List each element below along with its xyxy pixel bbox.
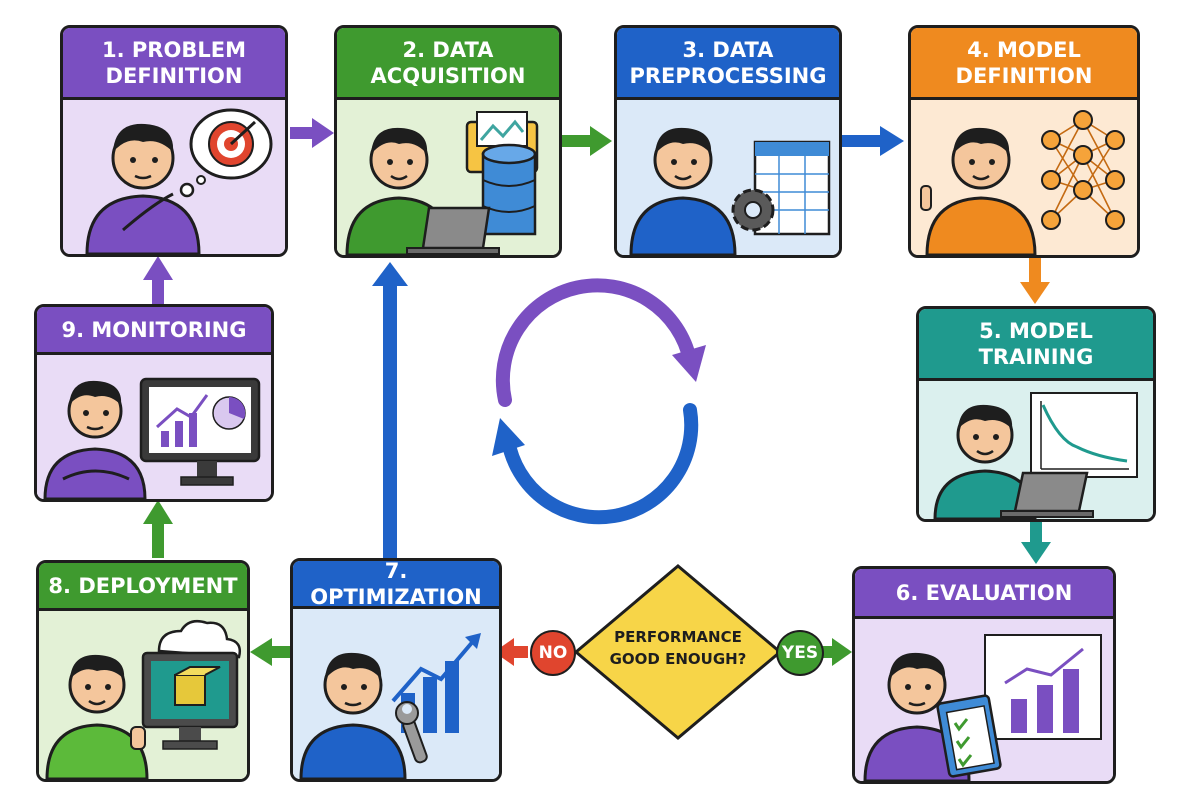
- step-title: 9. MONITORING: [61, 317, 246, 343]
- step-evaluation: 6. EVALUATION: [852, 566, 1116, 784]
- monitor-icon: [141, 379, 259, 485]
- person: [921, 128, 1035, 255]
- neural-network-icon: [1051, 120, 1115, 220]
- database-icon: [483, 145, 535, 234]
- gear-icon: [733, 190, 773, 230]
- arrow-5-to-6: [1021, 520, 1051, 564]
- step-model-definition: 4. MODEL DEFINITION: [908, 25, 1140, 258]
- person: [45, 381, 145, 499]
- arrow-7-to-8: [250, 638, 290, 666]
- decision-label: PERFORMANCE GOOD ENOUGH?: [578, 608, 778, 688]
- person: [47, 655, 147, 779]
- step-model-training: 5. MODEL TRAINING: [916, 306, 1156, 522]
- step-data-preprocessing: 3. DATA PREPROCESSING: [614, 25, 842, 258]
- person: [631, 128, 735, 255]
- neural-network-nodes: [1042, 111, 1124, 229]
- step-deployment: 8. DEPLOYMENT: [36, 560, 250, 782]
- arrow-2-to-3: [562, 126, 612, 156]
- step-data-acquisition: 2. DATA ACQUISITION: [334, 25, 562, 258]
- step-problem-definition: 1. PROBLEM DEFINITION: [60, 25, 288, 257]
- cloud-icon: [159, 621, 240, 657]
- step-title: 4. MODEL DEFINITION: [956, 37, 1093, 89]
- arrow-3-to-4: [842, 126, 904, 156]
- pie-chart-icon: [213, 397, 245, 429]
- step-title: 1. PROBLEM DEFINITION: [102, 37, 246, 89]
- step-title: 6. EVALUATION: [896, 580, 1073, 606]
- arrow-4-to-5: [1020, 258, 1050, 304]
- person: [301, 653, 405, 779]
- yes-badge: YES: [776, 630, 824, 676]
- arrow-7-to-2: [372, 262, 408, 558]
- clipboard-icon: [937, 695, 1001, 777]
- step-title: 3. DATA PREPROCESSING: [629, 37, 826, 89]
- no-badge: NO: [530, 630, 576, 676]
- step-monitoring: 9. MONITORING: [34, 304, 274, 502]
- step-title: 8. DEPLOYMENT: [48, 573, 237, 599]
- step-title: 2. DATA ACQUISITION: [371, 37, 526, 89]
- cycle-icon: [492, 285, 706, 517]
- loss-chart-icon: [1031, 393, 1137, 477]
- arrow-yes-to-evaluation: [820, 638, 852, 666]
- step-title: 5. MODEL TRAINING: [979, 318, 1094, 370]
- bar-chart-icon: [985, 635, 1101, 739]
- step-optimization: 7. OPTIMIZATION: [290, 558, 502, 782]
- step-title: 7. OPTIMIZATION: [299, 558, 493, 610]
- arrow-9-to-1: [143, 256, 173, 304]
- arrow-8-to-9: [143, 500, 173, 558]
- arrow-1-to-2: [290, 118, 334, 148]
